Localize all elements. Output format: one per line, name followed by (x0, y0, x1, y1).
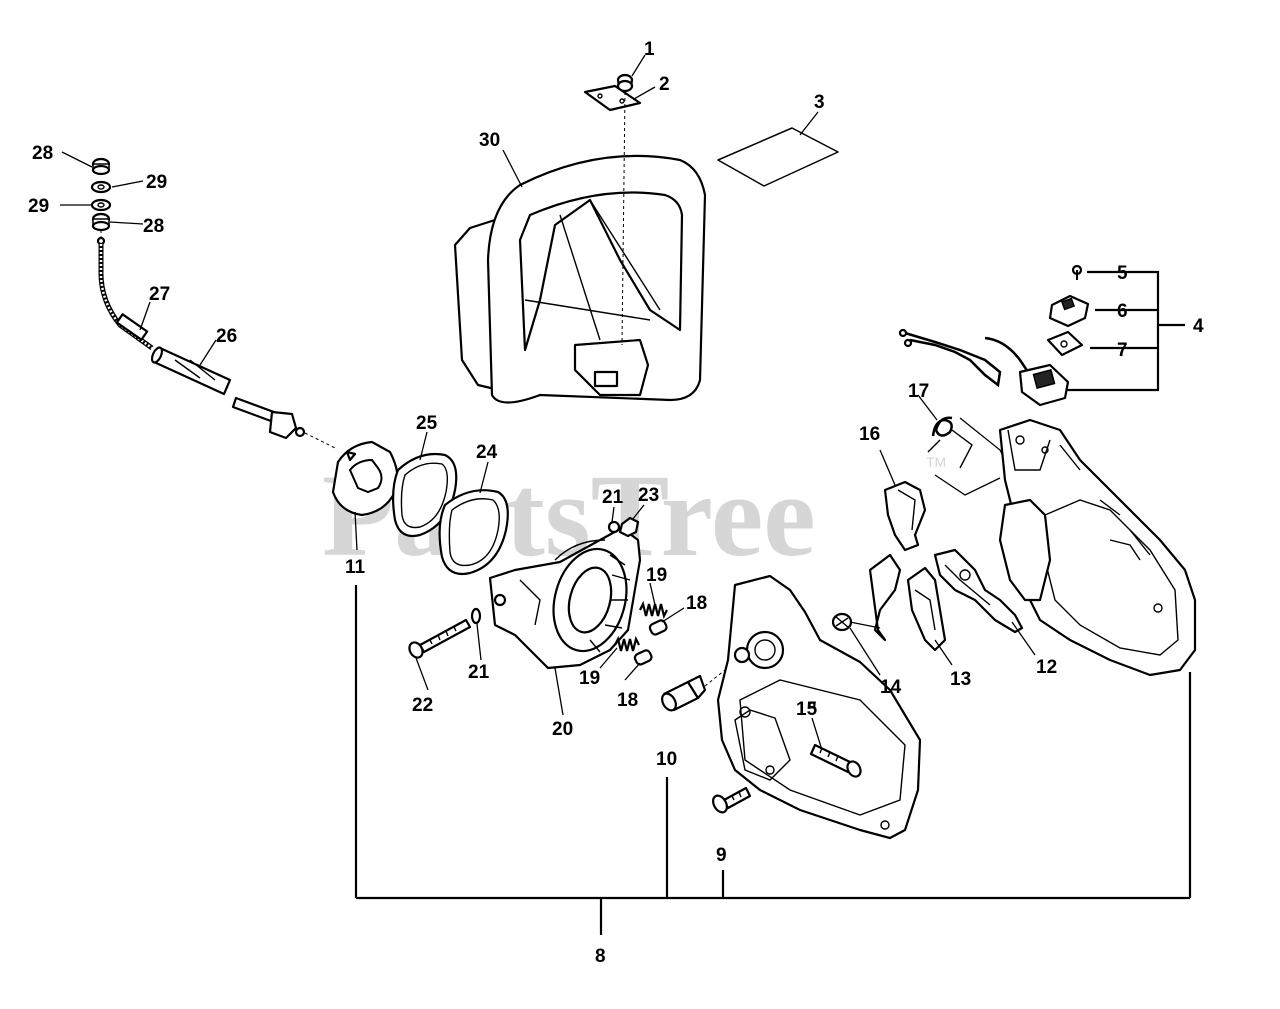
callout-17: 17 (908, 381, 929, 402)
part-19-spring-lower[interactable] (614, 635, 640, 652)
part-10-oil-fitting[interactable] (659, 661, 736, 713)
callout-1: 1 (644, 39, 655, 60)
rear-handle-housing[interactable] (998, 418, 1197, 677)
callout-19-upper: 19 (646, 565, 667, 586)
callout-21-lower: 21 (468, 662, 490, 683)
part-15-bolt[interactable] (809, 743, 863, 779)
callout-24: 24 (476, 442, 498, 463)
part-14-spring[interactable] (831, 612, 881, 632)
part-5-screw[interactable] (1071, 264, 1083, 280)
part-29-washer-top[interactable] (90, 180, 112, 194)
callout-3: 3 (814, 92, 825, 113)
callout-labels: 1 2 3 4 5 6 7 8 9 10 11 12 13 14 15 16 1… (28, 39, 1204, 967)
part-21-washer-upper[interactable] (607, 520, 621, 534)
part-9-screw[interactable] (710, 786, 752, 815)
part-26-cable-tube[interactable] (150, 346, 232, 396)
callout-28-top: 28 (32, 143, 53, 164)
part-22-screw[interactable] (407, 618, 472, 660)
part-3-label[interactable] (717, 127, 839, 187)
callout-9: 9 (716, 845, 727, 866)
sprocket-cover[interactable] (716, 574, 922, 840)
part-21-washer-lower[interactable] (470, 607, 482, 625)
watermark-trademark: TM (926, 454, 946, 470)
part-6-switch-cover[interactable] (1048, 294, 1090, 328)
callout-11: 11 (345, 557, 366, 578)
callout-25: 25 (416, 413, 438, 434)
callout-30: 30 (479, 130, 500, 151)
part-11-gasket-plate[interactable] (331, 440, 399, 517)
part-7-switch-plate[interactable] (1046, 330, 1084, 357)
callout-13: 13 (950, 669, 971, 690)
part-30-front-handle[interactable] (453, 154, 707, 404)
callout-20: 20 (552, 719, 573, 740)
throttle-rod[interactable] (231, 396, 336, 449)
part-28-nut-bottom[interactable] (91, 212, 111, 232)
part-16-throttle-lockout[interactable] (883, 480, 927, 552)
callout-23: 23 (638, 485, 659, 506)
part-23-nut[interactable] (618, 516, 640, 538)
callout-26: 26 (216, 326, 237, 347)
callout-10: 10 (656, 749, 677, 770)
callout-29-bottom: 29 (28, 196, 49, 217)
part-20-fan-housing[interactable] (488, 526, 642, 670)
callout-12: 12 (1036, 657, 1057, 678)
callout-18-lower: 18 (617, 690, 638, 711)
callout-21-upper: 21 (602, 487, 624, 508)
callout-6: 6 (1117, 301, 1128, 322)
part-19-spring-upper[interactable] (639, 600, 668, 620)
callout-14: 14 (880, 677, 902, 698)
callout-15: 15 (796, 699, 818, 720)
callout-27: 27 (149, 284, 170, 305)
callout-8: 8 (595, 946, 606, 967)
callout-28-bottom: 28 (143, 216, 164, 237)
callout-7: 7 (1117, 340, 1128, 361)
callout-29-top: 29 (146, 172, 167, 193)
callout-4: 4 (1193, 316, 1204, 337)
part-2-plate[interactable] (583, 84, 642, 112)
stop-switch-with-leads[interactable] (898, 328, 1070, 407)
callout-19-lower: 19 (579, 668, 600, 689)
part-29-washer-bottom[interactable] (90, 198, 112, 212)
callout-22: 22 (412, 695, 433, 716)
part-28-nut-top[interactable] (91, 157, 111, 176)
part-1-nut[interactable] (616, 73, 634, 93)
callout-2: 2 (659, 74, 670, 95)
part-17-spring[interactable] (927, 416, 973, 469)
part-18-cap-lower[interactable] (633, 649, 653, 666)
part-24-gasket[interactable] (438, 489, 509, 575)
callout-5: 5 (1117, 263, 1128, 284)
callout-18-upper: 18 (686, 593, 707, 614)
part-12-trigger-lever[interactable] (933, 548, 1024, 634)
callout-16: 16 (859, 424, 880, 445)
part-27-throttle-cable[interactable] (96, 236, 154, 351)
part-13-throttle-trigger[interactable] (868, 553, 947, 652)
part-18-cap-upper[interactable] (648, 619, 668, 636)
